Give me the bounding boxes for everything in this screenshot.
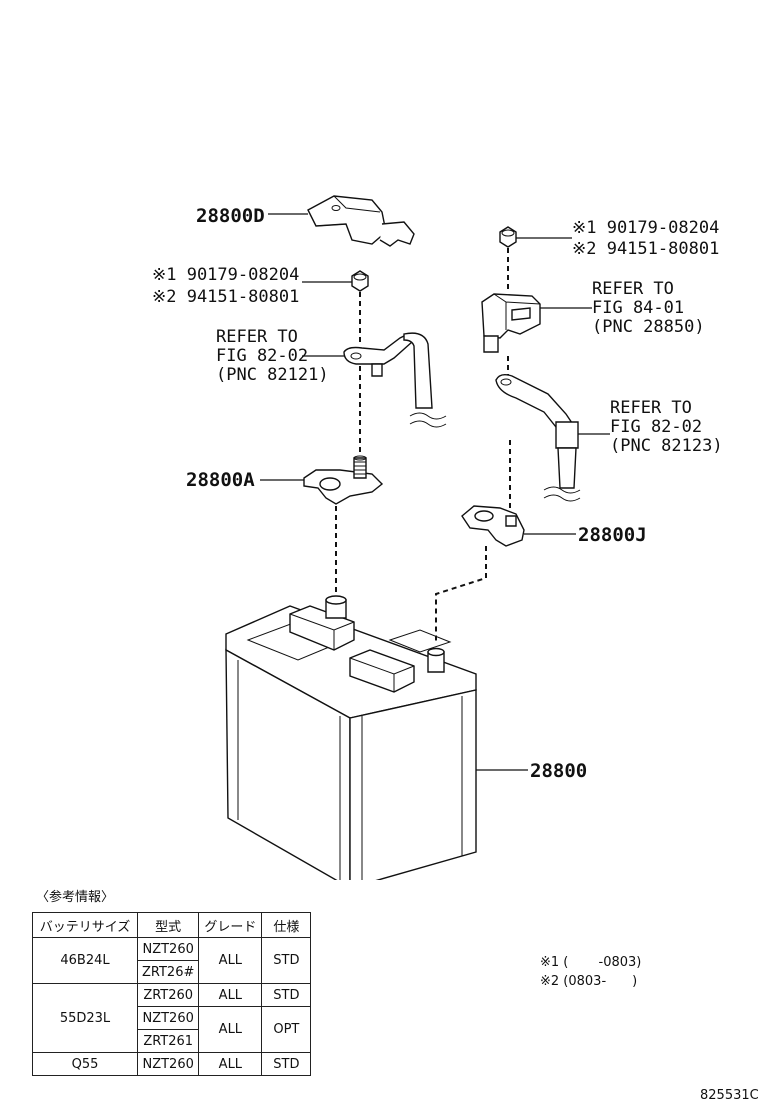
note-1: ※1 ( -0803)	[540, 955, 642, 970]
cell-model: NZT260	[136, 1006, 200, 1030]
negative-cable-part	[495, 373, 581, 502]
refer-sensor-line2: FIG 84-01	[592, 298, 684, 318]
refer-sensor-line1: REFER TO	[592, 279, 674, 299]
battery-exploded-diagram: 28800D ※1 90179-08204 ※2 94151-80801 REF…	[152, 195, 723, 880]
right-nut-number-1: ※1 90179-08204	[572, 218, 719, 238]
cell-model: ZRT261	[136, 1029, 200, 1053]
refer-left-line2: FIG 82-02	[216, 346, 308, 366]
cell-model: ZRT26#	[136, 960, 200, 984]
cell-size: 55D23L	[32, 983, 138, 1053]
header-spec: 仕様	[261, 912, 312, 938]
table-row: 55D23L ZRT260 ALL STD	[32, 983, 312, 1053]
negative-terminal-part	[461, 505, 525, 547]
battery-sensor-part	[481, 293, 541, 353]
cell-grade: ALL	[198, 983, 263, 1007]
part-number-28800D: 28800D	[196, 205, 265, 227]
note-2: ※2 (0803- )	[540, 974, 638, 989]
refer-right-line3: (PNC 82123)	[610, 436, 723, 456]
table-row: ZRT261	[33, 1029, 311, 1053]
table-row: Q55 NZT260 ALL STD	[32, 1052, 312, 1076]
positive-cable-part	[343, 332, 447, 428]
refer-right-line2: FIG 82-02	[610, 417, 702, 437]
cell-spec: STD	[261, 1052, 312, 1076]
refer-left-line3: (PNC 82121)	[216, 365, 329, 385]
header-battery-size: バッテリサイズ	[32, 912, 138, 938]
left-nut-number-1: ※1 90179-08204	[152, 265, 299, 285]
battery-part	[225, 595, 477, 880]
cell-size: Q55	[32, 1052, 138, 1076]
cell-spec: STD	[261, 983, 312, 1007]
terminal-cover-part	[307, 195, 415, 247]
left-nut-part	[351, 270, 369, 292]
positive-terminal-part	[303, 455, 384, 505]
right-nut-part	[499, 226, 517, 248]
reference-title: 〈参考情報〉	[36, 890, 115, 905]
cell-spec: OPT	[261, 1006, 312, 1053]
refer-right-line1: REFER TO	[610, 398, 692, 418]
right-nut-number-2: ※2 94151-80801	[572, 239, 719, 259]
table-row: ZRT26#	[33, 960, 311, 984]
part-number-28800A: 28800A	[186, 469, 255, 491]
refer-left-line1: REFER TO	[216, 327, 298, 347]
battery-reference-table: バッテリサイズ 型式 グレード 仕様 46B24L NZT260 ALL STD…	[32, 912, 312, 1076]
cell-model: ZRT260	[136, 983, 200, 1007]
cell-grade: ALL	[198, 937, 263, 984]
left-nut-number-2: ※2 94151-80801	[152, 287, 299, 307]
part-number-28800J: 28800J	[578, 524, 647, 546]
table-row: NZT260 ALL OPT	[33, 1006, 312, 1053]
cell-grade: ALL	[198, 1052, 263, 1076]
table-header-row: バッテリサイズ 型式 グレード 仕様	[32, 912, 312, 938]
header-grade: グレード	[198, 912, 263, 938]
cell-model: NZT260	[136, 937, 200, 961]
header-model: 型式	[136, 912, 200, 938]
cell-model: NZT260	[136, 1052, 200, 1076]
cell-grade: ALL	[198, 1006, 263, 1053]
cell-spec: STD	[261, 937, 312, 984]
cell-size: 46B24L	[32, 937, 138, 984]
figure-code: 825531C	[700, 1088, 759, 1103]
right-guide-battery	[435, 546, 487, 644]
table-row: 46B24L NZT260 ALL STD	[32, 937, 312, 984]
refer-sensor-line3: (PNC 28850)	[592, 317, 705, 337]
applicability-notes: ※1 ( -0803) ※2 (0803- )	[540, 953, 641, 991]
part-number-28800: 28800	[530, 760, 587, 782]
